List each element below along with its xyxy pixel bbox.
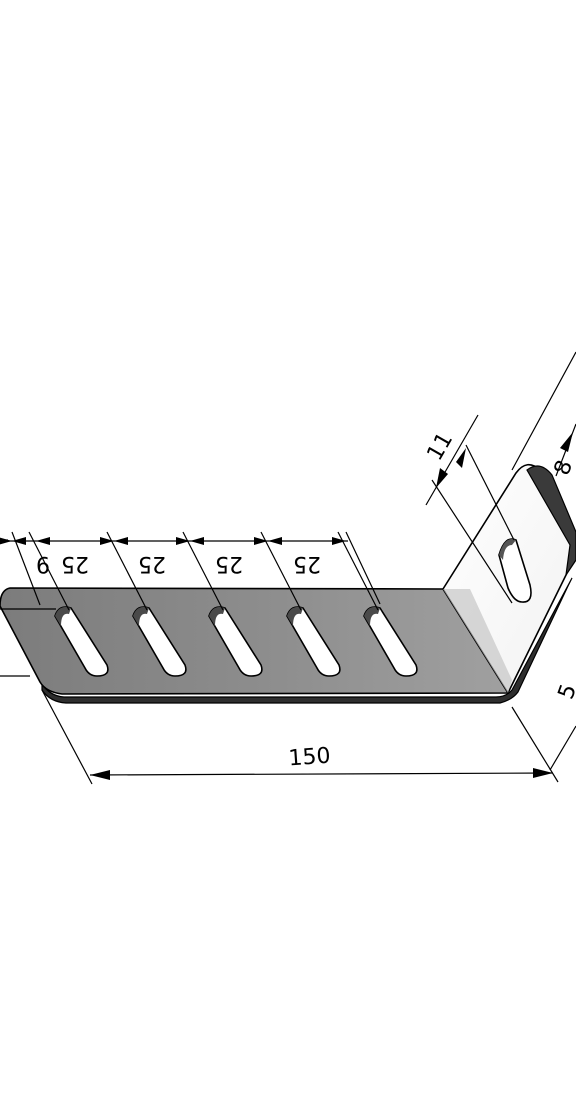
base-slot: [54, 606, 109, 677]
base-slot: [286, 606, 341, 677]
dimension-arrow: [36, 537, 50, 545]
dimension-arrow: [332, 537, 346, 545]
base-thickness: [41, 577, 573, 704]
extension-lines: [11, 531, 381, 611]
dim-hole-partial: 8: [511, 351, 576, 479]
upright-slot: [498, 538, 532, 603]
base-slot: [363, 606, 418, 677]
base-slot: [132, 606, 187, 677]
dimension-arrow: [0, 537, 12, 545]
base-slots: [54, 606, 418, 677]
dim-height-partial-label: 5: [554, 681, 576, 703]
pitch-dimension-label: 25: [215, 551, 243, 576]
extension-line: [260, 531, 302, 611]
dim-overall-length-label: 150: [288, 744, 332, 772]
dimension-arrow: [190, 537, 204, 545]
extension-line: [106, 531, 148, 611]
base-slot: [208, 606, 263, 677]
dim-overall-length: 150: [41, 689, 559, 785]
pitch-dimension-label: 25: [138, 551, 166, 576]
extension-line: [11, 531, 41, 606]
dimension-arrow: [12, 537, 26, 545]
pitch-dimension-label: 25: [61, 551, 89, 576]
dim-hole-partial-label: 8: [550, 457, 576, 479]
extension-line: [182, 531, 224, 611]
extension-line: [28, 531, 70, 611]
extension-line: [337, 531, 379, 611]
dimension-arrow: [176, 537, 190, 545]
pitch-dimension-label: 25: [293, 551, 321, 576]
dimension-arrow: [114, 537, 128, 545]
dim-slot-width-label: 9: [36, 551, 50, 576]
dim-height-partial: 5: [549, 681, 576, 771]
dimension-arrow: [100, 537, 114, 545]
pitch-dimensions: 25 25 25 25: [0, 537, 348, 576]
extension-line: [345, 531, 381, 605]
upright-edge: [526, 465, 576, 576]
dimension-arrow: [268, 537, 282, 545]
dimension-arrow: [254, 537, 268, 545]
bend-highlight: [443, 589, 512, 693]
dim-slot-width: 9: [0, 539, 56, 677]
